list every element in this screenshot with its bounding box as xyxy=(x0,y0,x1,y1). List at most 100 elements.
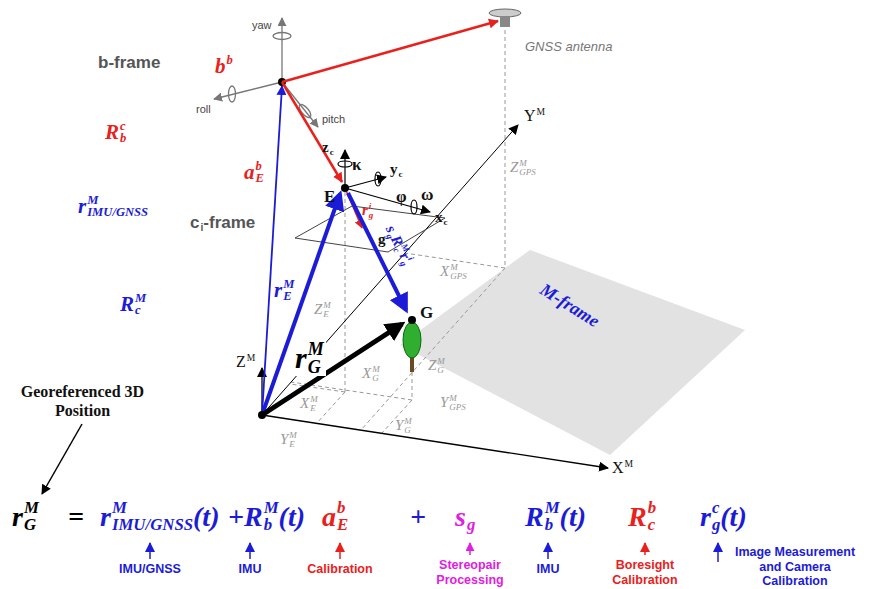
label-text: Boresight Calibration xyxy=(612,558,677,587)
label-text: M xyxy=(264,500,279,517)
label-text: (t) xyxy=(193,501,219,532)
label-text: b xyxy=(120,132,126,145)
label-part: MG xyxy=(24,500,39,534)
label-text: r xyxy=(274,278,282,302)
label-part: MGPS xyxy=(450,263,467,281)
label-text: c xyxy=(712,500,720,517)
label-text: M xyxy=(404,417,412,426)
label-text: G xyxy=(420,303,433,322)
label-text: GPS xyxy=(449,403,466,412)
label-text: c xyxy=(135,304,146,317)
label-text: roll xyxy=(196,103,211,115)
label-text: Y xyxy=(440,394,448,410)
label-text: M xyxy=(625,459,634,469)
label-text: X xyxy=(362,365,371,381)
label-text: M xyxy=(310,395,318,404)
label-text: φ xyxy=(396,187,407,206)
math-label: GNSS antenna xyxy=(525,38,612,54)
label-part: c xyxy=(399,161,403,179)
math-label: ZME xyxy=(314,300,331,319)
math-label: E xyxy=(324,186,335,207)
math-label: YMGPS xyxy=(440,393,466,412)
math-label: IMU/GNSS xyxy=(100,561,200,576)
label-part: MIMU/GNSS xyxy=(112,500,193,534)
math-label: ω xyxy=(421,184,433,205)
label-part: ME xyxy=(310,395,318,413)
label-text: GPS xyxy=(450,272,467,281)
label-text: r xyxy=(12,501,23,532)
label-text: Calibration xyxy=(307,562,372,576)
label-part: ME xyxy=(283,278,294,303)
math-label: + xyxy=(410,498,426,533)
label-part: Mc xyxy=(135,292,146,317)
spacer xyxy=(444,209,448,218)
label-text: M xyxy=(437,357,445,366)
spacer xyxy=(200,212,203,222)
label-part: MGPS xyxy=(449,394,466,412)
label-text: M xyxy=(545,500,560,517)
spacer xyxy=(537,116,546,126)
label-text: IMU/GNSS xyxy=(119,562,181,576)
spacer xyxy=(467,500,475,517)
label-text: X xyxy=(612,459,624,476)
math-label: XME xyxy=(300,394,318,413)
label-text: M xyxy=(283,278,294,291)
math-label: κ xyxy=(352,154,361,175)
label-part: Mb xyxy=(545,500,560,534)
math-label: +RMb(t) xyxy=(228,498,305,533)
math-label: Rbc xyxy=(628,498,656,533)
label-text: (t) xyxy=(560,501,586,532)
label-text: b xyxy=(545,517,560,534)
label-text: r xyxy=(78,194,86,218)
math-label: YM xyxy=(524,106,545,126)
label-text: c xyxy=(444,218,448,227)
label-text: G xyxy=(372,374,380,383)
math-label: yaw xyxy=(252,18,272,31)
label-text: b xyxy=(256,160,264,173)
label-part: MG xyxy=(308,340,324,376)
label-text: M xyxy=(247,353,256,363)
label-part: M xyxy=(537,107,546,126)
label-text: yaw xyxy=(252,19,272,31)
label-text: g xyxy=(712,517,720,534)
label-text: X xyxy=(440,263,449,279)
math-label: Calibration xyxy=(290,561,390,576)
label-text: G xyxy=(437,366,445,375)
math-label: ZMGPS xyxy=(510,158,536,177)
label-text: E xyxy=(310,404,318,413)
math-label: roll xyxy=(196,102,211,115)
math-label: RMb(t) xyxy=(525,498,586,533)
label-text: R xyxy=(120,292,134,316)
label-text: R xyxy=(525,501,544,532)
label-text: ω xyxy=(421,185,433,204)
label-text: Y xyxy=(524,107,536,124)
label-text: R xyxy=(244,501,263,532)
label-text: M xyxy=(323,301,331,310)
label-text: Z xyxy=(428,357,436,373)
math-label: IMU xyxy=(225,561,275,576)
label-text: M xyxy=(449,394,466,403)
label-part: b xyxy=(227,54,233,79)
math-label: yc xyxy=(390,160,403,179)
math-label: XMG xyxy=(362,364,380,383)
math-label: rcg(t) xyxy=(700,498,747,533)
label-text: Z xyxy=(314,301,322,317)
label-text: GPS xyxy=(519,168,536,177)
label-text: X xyxy=(300,395,309,411)
label-part: MG xyxy=(404,417,412,435)
label-text: G xyxy=(24,517,39,534)
label-text: + xyxy=(228,501,244,532)
label-part: MIMU/GNSS xyxy=(87,194,148,219)
label-text: M xyxy=(87,194,148,207)
label-text: g xyxy=(369,211,374,220)
math-label: = xyxy=(68,498,84,533)
label-text: g xyxy=(467,517,475,534)
math-label: rig xyxy=(362,201,373,220)
label-part: MG xyxy=(437,357,445,375)
label-text: M xyxy=(135,292,146,305)
label-text: M xyxy=(450,263,467,272)
label-text: M xyxy=(372,365,380,374)
label-text: M xyxy=(112,500,193,517)
label-text: a xyxy=(244,160,255,184)
math-label: RMc xyxy=(120,290,146,317)
